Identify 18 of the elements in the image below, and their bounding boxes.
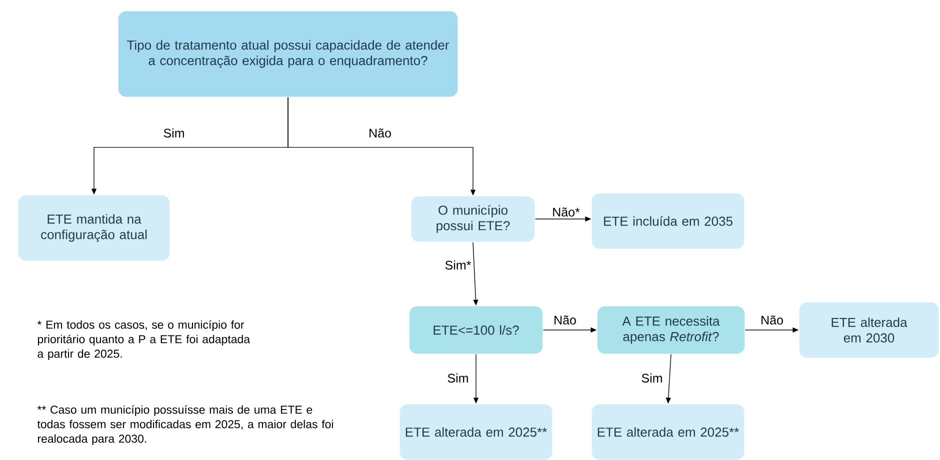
edge-label: Não [760,314,784,326]
footnote-text: ** Caso um município possuísse mais de uma ETE e todas fossem ser modificadas em 2025, a maior delas foi realocada para 2030. [37,405,333,446]
edge-label: Sim [162,127,186,139]
edge-label: Não [368,127,392,139]
decision-box: ETE<=100 l/s? [408,306,544,354]
result-box: ETE alterada em 2030 [798,302,940,358]
result-box: ETE incluída em 2035 [591,192,745,250]
edge-label: Não* [551,206,581,218]
edge-label: Sim [640,372,664,384]
question-box: O município possui ETE? [410,196,536,242]
result-box: ETE alterada em 2025** [591,404,745,460]
edge-label: Não [552,314,578,326]
decision-box: A ETE necessita apenas Retrofit? [596,306,746,354]
result-box: ETE mantida na configuração atual [18,194,170,262]
footnote-text: * Em todos os casos, se o município for prioritário quanto a P a ETE foi adaptada a partir de 2025. [37,320,250,360]
question-box: Tipo de tratamento atual possui capacidade de atender a concentração exigida para o enquadramento? [118,10,458,98]
result-box: ETE alterada em 2025** [399,404,553,460]
edge-label: Sim [446,372,470,384]
